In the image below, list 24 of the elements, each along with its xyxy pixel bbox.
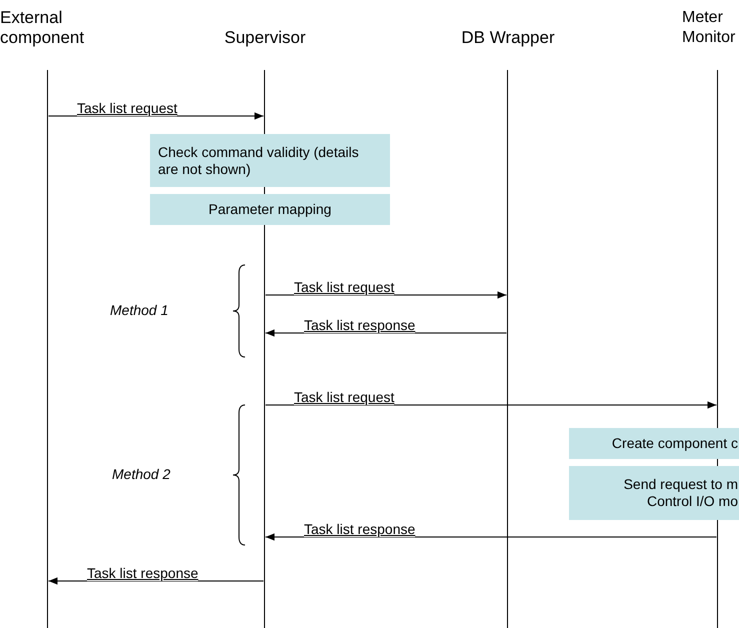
edge-label: Task list response bbox=[304, 522, 416, 537]
method-label: Method 1 bbox=[110, 302, 168, 318]
message-arrow bbox=[48, 577, 264, 585]
edge-label: Task list request bbox=[77, 101, 178, 116]
activity-box: Create component c bbox=[569, 428, 739, 459]
activity-box: Parameter mapping bbox=[150, 194, 390, 225]
message-arrow bbox=[48, 112, 264, 120]
edge-label: Task list response bbox=[87, 566, 198, 581]
participant-name: External component bbox=[0, 8, 100, 52]
message-arrow bbox=[265, 533, 717, 541]
participant-name: Supervisor bbox=[205, 28, 325, 50]
lifeline bbox=[507, 70, 508, 628]
activity-box: Check command validity (details are not shown) bbox=[150, 134, 390, 187]
participant-name: Meter Monitor bbox=[682, 8, 739, 52]
message-arrow bbox=[265, 291, 507, 299]
message-arrow bbox=[265, 401, 717, 409]
lifeline bbox=[47, 70, 48, 628]
participant-name: DB Wrapper bbox=[448, 28, 568, 50]
edge-label: Task list request bbox=[294, 280, 394, 295]
activity-box: Send request to m Control I/O mo bbox=[569, 466, 739, 520]
edge-label: Task list response bbox=[304, 318, 416, 333]
message-arrow bbox=[265, 329, 507, 337]
method-label: Method 2 bbox=[112, 466, 170, 482]
edge-label: Task list request bbox=[294, 390, 394, 405]
